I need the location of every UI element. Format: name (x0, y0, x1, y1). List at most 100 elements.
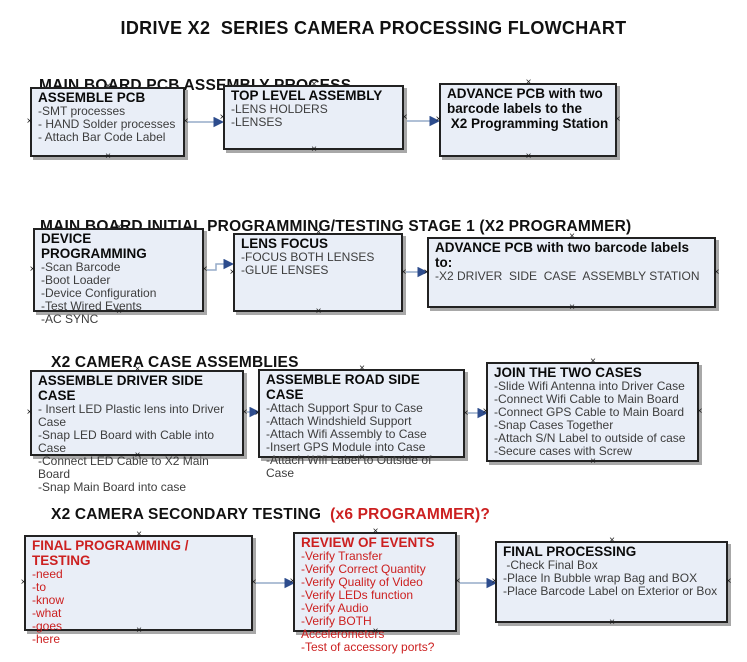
box-item: -know (32, 593, 65, 607)
connection-handle-icon: × (525, 77, 532, 88)
box-item: -SMT processes (38, 104, 126, 118)
connection-handle-icon: × (311, 79, 317, 90)
flow-box-advance-pcb-to-case-assembly: ADVANCE PCB with two barcode labels to:-… (424, 232, 720, 313)
connection-handle-icon: × (435, 114, 442, 125)
connection-handle-icon: × (105, 151, 111, 162)
box-item: -here (32, 632, 61, 646)
box-item: -LENSES (231, 115, 283, 129)
box-item: -Test of accessory ports? (301, 640, 435, 654)
box-title: ASSEMBLE ROAD SIDE CASE (266, 372, 424, 402)
connection-handle-icon: × (401, 111, 408, 123)
flow-box-review-of-events: REVIEW OF EVENTS-Verify Transfer-Verify … (290, 527, 461, 654)
connection-handle-icon: × (229, 266, 236, 278)
connection-handle-icon: × (423, 266, 430, 278)
connection-handle-icon: × (254, 407, 261, 419)
connection-handle-icon: × (525, 151, 532, 162)
connection-handle-icon: × (569, 302, 575, 313)
box-item: -Connect LED Cable to X2 Main Board (38, 454, 213, 481)
box-item: -Place Barcode Label on Exterior or Box (503, 584, 718, 598)
connection-handle-icon: × (289, 576, 296, 587)
box-item: -Scan Barcode (41, 260, 121, 274)
connection-handle-icon: × (609, 617, 615, 628)
box-item: -goes (32, 619, 63, 633)
connection-handle-icon: × (372, 626, 379, 637)
box-title: ADVANCE PCB with two barcode labels to t… (447, 86, 609, 131)
box-item: -GLUE LENSES (241, 263, 329, 277)
flow-box-assemble-pcb: ASSEMBLE PCB-SMT processes- HAND Solder … (27, 82, 189, 162)
connection-handle-icon: × (116, 306, 122, 317)
box-item: -Verify LEDs function (301, 588, 414, 602)
box-item: -Attach Wifi Label to Outside of Case (266, 453, 435, 480)
connection-handle-icon: × (134, 364, 141, 375)
box-item: -Snap LED Board with Cable into Case (38, 428, 218, 455)
box-item: -Attach Wifi Assembly to Case (266, 427, 427, 441)
box-item: -Device Configuration (41, 286, 157, 300)
connection-handle-icon: × (26, 116, 33, 127)
box-title: REVIEW OF EVENTS (301, 535, 435, 550)
box-title: LENS FOCUS (241, 236, 329, 251)
flow-arrow-elbow (205, 258, 234, 271)
box-title: ASSEMBLE DRIVER SIDE CASE (38, 373, 207, 403)
connection-handle-icon: × (569, 231, 575, 242)
box-item: -Verify BOTH Accelerometers (301, 614, 385, 641)
box-title: FINAL PROGRAMMING / TESTING (32, 538, 193, 568)
section-heading-secondary-testing: X2 CAMERA SECONDARY TESTING (x6 PROGRAMM… (51, 506, 491, 523)
flow-box-join-the-two-cases: JOIN THE TWO CASES-Slide Wifi Antenna in… (483, 357, 703, 467)
box-item: -Snap Cases Together (494, 418, 614, 432)
connection-handle-icon: × (696, 406, 703, 417)
box-item: -Verify Correct Quantity (301, 562, 426, 576)
connection-handle-icon: × (590, 456, 596, 467)
box-title: JOIN THE TWO CASES (494, 365, 642, 380)
box-item: -Snap Main Board into case (38, 480, 187, 494)
box-item: -Verify Quality of Video (301, 575, 423, 589)
connection-handle-icon: × (372, 526, 379, 537)
box-item: -Attach Support Spur to Case (266, 401, 423, 415)
connection-handle-icon: × (482, 406, 489, 417)
connection-handle-icon: × (609, 535, 615, 546)
connection-handle-icon: × (136, 625, 142, 636)
flow-box-top-level-assembly: TOP LEVEL ASSEMBLY-LENS HOLDERS-LENSES××… (220, 80, 408, 155)
connection-handle-icon: × (315, 306, 322, 317)
flow-box-lens-focus: LENS FOCUS-FOCUS BOTH LENSES-GLUE LENSES… (230, 228, 407, 317)
connection-handle-icon: × (105, 81, 111, 92)
flow-box-final-programming-testing: FINAL PROGRAMMING / TESTING-need-to-know… (21, 530, 257, 646)
connection-handle-icon: × (614, 114, 621, 125)
page-title: IDRIVE X2 SERIES CAMERA PROCESSING FLOWC… (120, 18, 627, 38)
connection-handle-icon: × (315, 227, 322, 238)
box-title: ADVANCE PCB with two barcode labels to: (435, 240, 693, 270)
box-item: -Place In Bubble wrap Bag and BOX (503, 571, 698, 585)
connection-handle-icon: × (20, 577, 27, 588)
flow-box-assemble-driver-side-case: ASSEMBLE DRIVER SIDE CASE- Insert LED Pl… (27, 365, 248, 494)
box-item: -Secure cases with Screw (494, 444, 633, 458)
connection-handle-icon: × (359, 363, 365, 374)
section-heading-red-suffix: (x6 PROGRAMMER)? (321, 506, 491, 523)
box-item: - Insert LED Plastic lens into Driver Ca… (38, 402, 228, 429)
flow-box-final-processing: FINAL PROCESSING -Check Final Box-Place … (492, 536, 732, 628)
connection-handle-icon: × (725, 576, 732, 587)
section-heading-case-assemblies: X2 CAMERA CASE ASSEMBLIES (51, 354, 299, 371)
box-item: -Insert GPS Module into Case (266, 440, 426, 454)
box-item: -Connect Wifi Cable to Main Board (494, 392, 679, 406)
box-title: FINAL PROCESSING (503, 544, 637, 559)
flow-box-assemble-road-side-case: ASSEMBLE ROAD SIDE CASE-Attach Support S… (255, 364, 469, 480)
connection-handle-icon: × (359, 452, 365, 463)
box-item: -AC SYNC (41, 312, 99, 326)
connection-handle-icon: × (590, 356, 596, 367)
box-item: -X2 DRIVER SIDE CASE ASSEMBLY STATION (435, 269, 700, 283)
box-item: -Attach Windshield Support (266, 414, 412, 428)
connection-handle-icon: × (182, 116, 189, 127)
connection-handle-icon: × (250, 577, 257, 588)
connection-handle-icon: × (713, 266, 720, 278)
connection-handle-icon: × (454, 576, 461, 587)
box-item: -Verify Transfer (301, 549, 383, 563)
box-item: - HAND Solder processes (38, 117, 176, 131)
connection-handle-icon: × (311, 144, 317, 155)
box-item: -Connect GPS Cable to Main Board (494, 405, 685, 419)
flow-box-advance-pcb-to-programming-station: ADVANCE PCB with two barcode labels to t… (436, 78, 621, 162)
box-title: TOP LEVEL ASSEMBLY (231, 88, 383, 103)
box-item: -FOCUS BOTH LENSES (241, 250, 375, 264)
box-item: -Slide Wifi Antenna into Driver Case (494, 379, 685, 393)
connection-handle-icon: × (201, 264, 208, 275)
